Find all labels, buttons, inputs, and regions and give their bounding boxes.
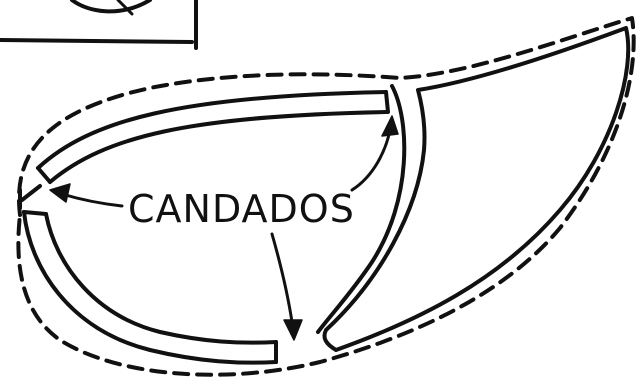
arrow-left-shaft	[60, 192, 124, 208]
arrow-upper-right-shaft	[350, 128, 392, 192]
arrow-bottom-shaft	[270, 232, 294, 324]
top-band-left-end	[36, 166, 52, 184]
top-left-box-bottom-line	[0, 38, 194, 44]
top-left-circle-hatch	[116, 0, 134, 16]
arrow-left-head	[49, 183, 71, 203]
left-band-inner-edge	[44, 212, 278, 345]
top-band-lower-edge	[48, 110, 388, 184]
candados-label: CANDADOS	[128, 187, 355, 231]
right-lobe-outline	[322, 26, 631, 352]
arrow-upper-right-head	[381, 115, 399, 137]
dashed-outer-outline	[16, 16, 636, 377]
arrow-bottom-head	[283, 319, 303, 341]
left-notch-top	[20, 184, 42, 202]
center-divider-curve	[316, 84, 407, 334]
top-left-fragment	[0, 0, 198, 50]
left-band-top-end	[22, 210, 48, 216]
top-band-right-end	[384, 90, 390, 114]
left-band-outer-edge	[22, 210, 278, 365]
top-left-circle-arc	[70, 0, 152, 14]
top-band-upper-edge	[36, 90, 388, 170]
